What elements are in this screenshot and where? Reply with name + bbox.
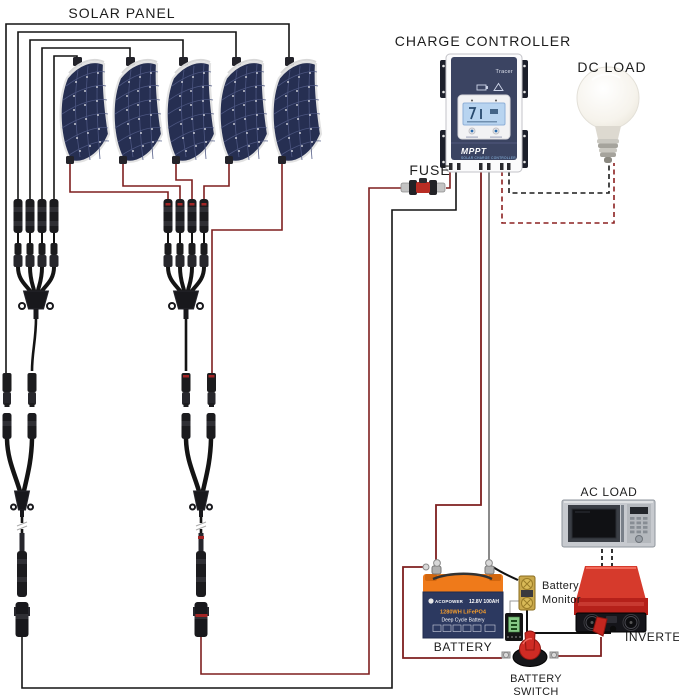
- panel3-negative-wire: [29, 39, 184, 202]
- charge-controller-device: Tracer MPPT SOLAR CHARGE CONTROLLER: [440, 53, 528, 173]
- switch-knob-lever: [524, 630, 536, 651]
- controller-subtitle: SOLAR CHARGE CONTROLLER: [461, 156, 516, 160]
- dc-load-label: DC LOAD: [577, 59, 646, 75]
- solar-panel-3: [165, 55, 217, 166]
- battery-type: Deep Cycle Battery: [441, 618, 485, 624]
- battery-label: BATTERY: [434, 640, 492, 654]
- panel2-negative-wire: [41, 47, 131, 202]
- ac-load-microwave: [561, 499, 656, 548]
- panel5-negative-wire: [5, 23, 290, 374]
- mc4-plug: [181, 373, 191, 407]
- dc-load-positive-wire: [501, 163, 615, 224]
- pv-negative-extension-wire: [21, 171, 457, 689]
- controller-buttons: [466, 127, 502, 138]
- microwave-handle: [621, 505, 624, 542]
- solar-panel-2: [112, 55, 164, 166]
- dc-load-wires: [501, 163, 615, 224]
- battery-capacity: 1280WH LiFePO4: [440, 610, 487, 616]
- solar-panel-1: [59, 55, 111, 166]
- positive-mark: [195, 614, 208, 617]
- panel2-positive-wire: [122, 164, 181, 203]
- battery-cert-icons: [432, 624, 496, 632]
- battery-positive-post: [431, 565, 442, 575]
- ac-load-label: AC LOAD: [581, 485, 638, 499]
- combiner-positive-marks: [165, 203, 207, 206]
- panel5-positive-wire: [211, 164, 283, 374]
- pv-negative-panel-wires: [5, 23, 290, 374]
- battery-brand: ACOPOWER: [435, 599, 464, 604]
- battery-monitor-label-line2: Monitor: [542, 594, 581, 606]
- inverter-device: [574, 566, 648, 637]
- battery-switch-label-line1: BATTERY: [510, 673, 562, 685]
- battery-to-switch-wire: [402, 566, 502, 659]
- ring-terminal: [422, 563, 430, 571]
- y-branch-negative: [3, 413, 37, 517]
- inverter-negative-terminal: [609, 625, 617, 633]
- positive-mark: [198, 536, 204, 539]
- bulb-screw-base: [597, 139, 619, 163]
- panel4-negative-wire: [17, 31, 237, 202]
- fuse-to-controller-wire: [446, 171, 451, 189]
- ring-terminal: [433, 559, 441, 567]
- battery-monitor-shunt: [518, 575, 536, 611]
- mc4-plug: [27, 373, 37, 407]
- dc-load-negative-wire: [508, 163, 610, 194]
- extension-connectors-negative: [14, 533, 30, 637]
- panel4-positive-wire: [203, 164, 230, 203]
- mc4-plug: [207, 373, 216, 407]
- panel1-positive-wire: [69, 164, 169, 203]
- inverter-fan: [622, 614, 640, 631]
- ring-terminal: [485, 559, 493, 567]
- fuse-label: FUSE: [409, 162, 450, 178]
- battery-switch-label-line2: SWITCH: [513, 686, 558, 696]
- branch-combiner-positive: [161, 197, 211, 321]
- switch-to-inverter-wire: [554, 637, 602, 657]
- battery-device: ACOPOWER 12.8V 100AH 1280WH LiFePO4 Deep…: [422, 559, 504, 639]
- battery-switch-device: [501, 630, 559, 667]
- y-output-cables: [20, 517, 203, 534]
- extension-connectors-positive: [193, 533, 209, 637]
- controller-status-icons: [476, 82, 504, 91]
- pv-positive-extension-wire: [200, 187, 402, 675]
- battery-negative-post: [484, 565, 495, 575]
- mc4-plug: [2, 373, 12, 407]
- solar-panel-label: SOLAR PANEL: [68, 5, 175, 21]
- monitor-cable: [509, 600, 519, 613]
- controller-terminals: [449, 163, 511, 170]
- dc-load-bulb: [576, 66, 640, 163]
- y-branch-positive: [182, 413, 216, 517]
- charge-controller-label: CHARGE CONTROLLER: [395, 33, 571, 49]
- battery-monitor-label-line1: Battery: [542, 580, 579, 592]
- controller-tech-label: MPPT: [461, 146, 487, 156]
- lcd-digits: [469, 107, 482, 120]
- solar-panel-4: [218, 55, 270, 166]
- positive-mark: [208, 375, 215, 378]
- solar-panel-5: [271, 55, 323, 166]
- battery-rating: 12.8V 100AH: [469, 599, 499, 605]
- positive-mark: [183, 375, 189, 378]
- fuse-device: [400, 178, 446, 195]
- battery-monitor-display: [505, 613, 523, 641]
- battery-to-shunt-wire: [492, 566, 519, 581]
- cable-break-marks: [16, 521, 207, 531]
- pv-positive-panel-wires: [69, 164, 283, 374]
- battery-positive-wire: [435, 171, 482, 562]
- combiner-left-output-cable: [30, 317, 38, 372]
- controller-brand: Tracer: [496, 69, 514, 75]
- inverter-label: INVERTER: [625, 630, 679, 644]
- branch-combiner-negative: [11, 197, 61, 321]
- ac-load-wires: [601, 549, 613, 568]
- panel3-positive-wire: [175, 164, 193, 203]
- inverter-positive-terminal: [592, 616, 608, 637]
- solar-panel-array: [59, 55, 323, 166]
